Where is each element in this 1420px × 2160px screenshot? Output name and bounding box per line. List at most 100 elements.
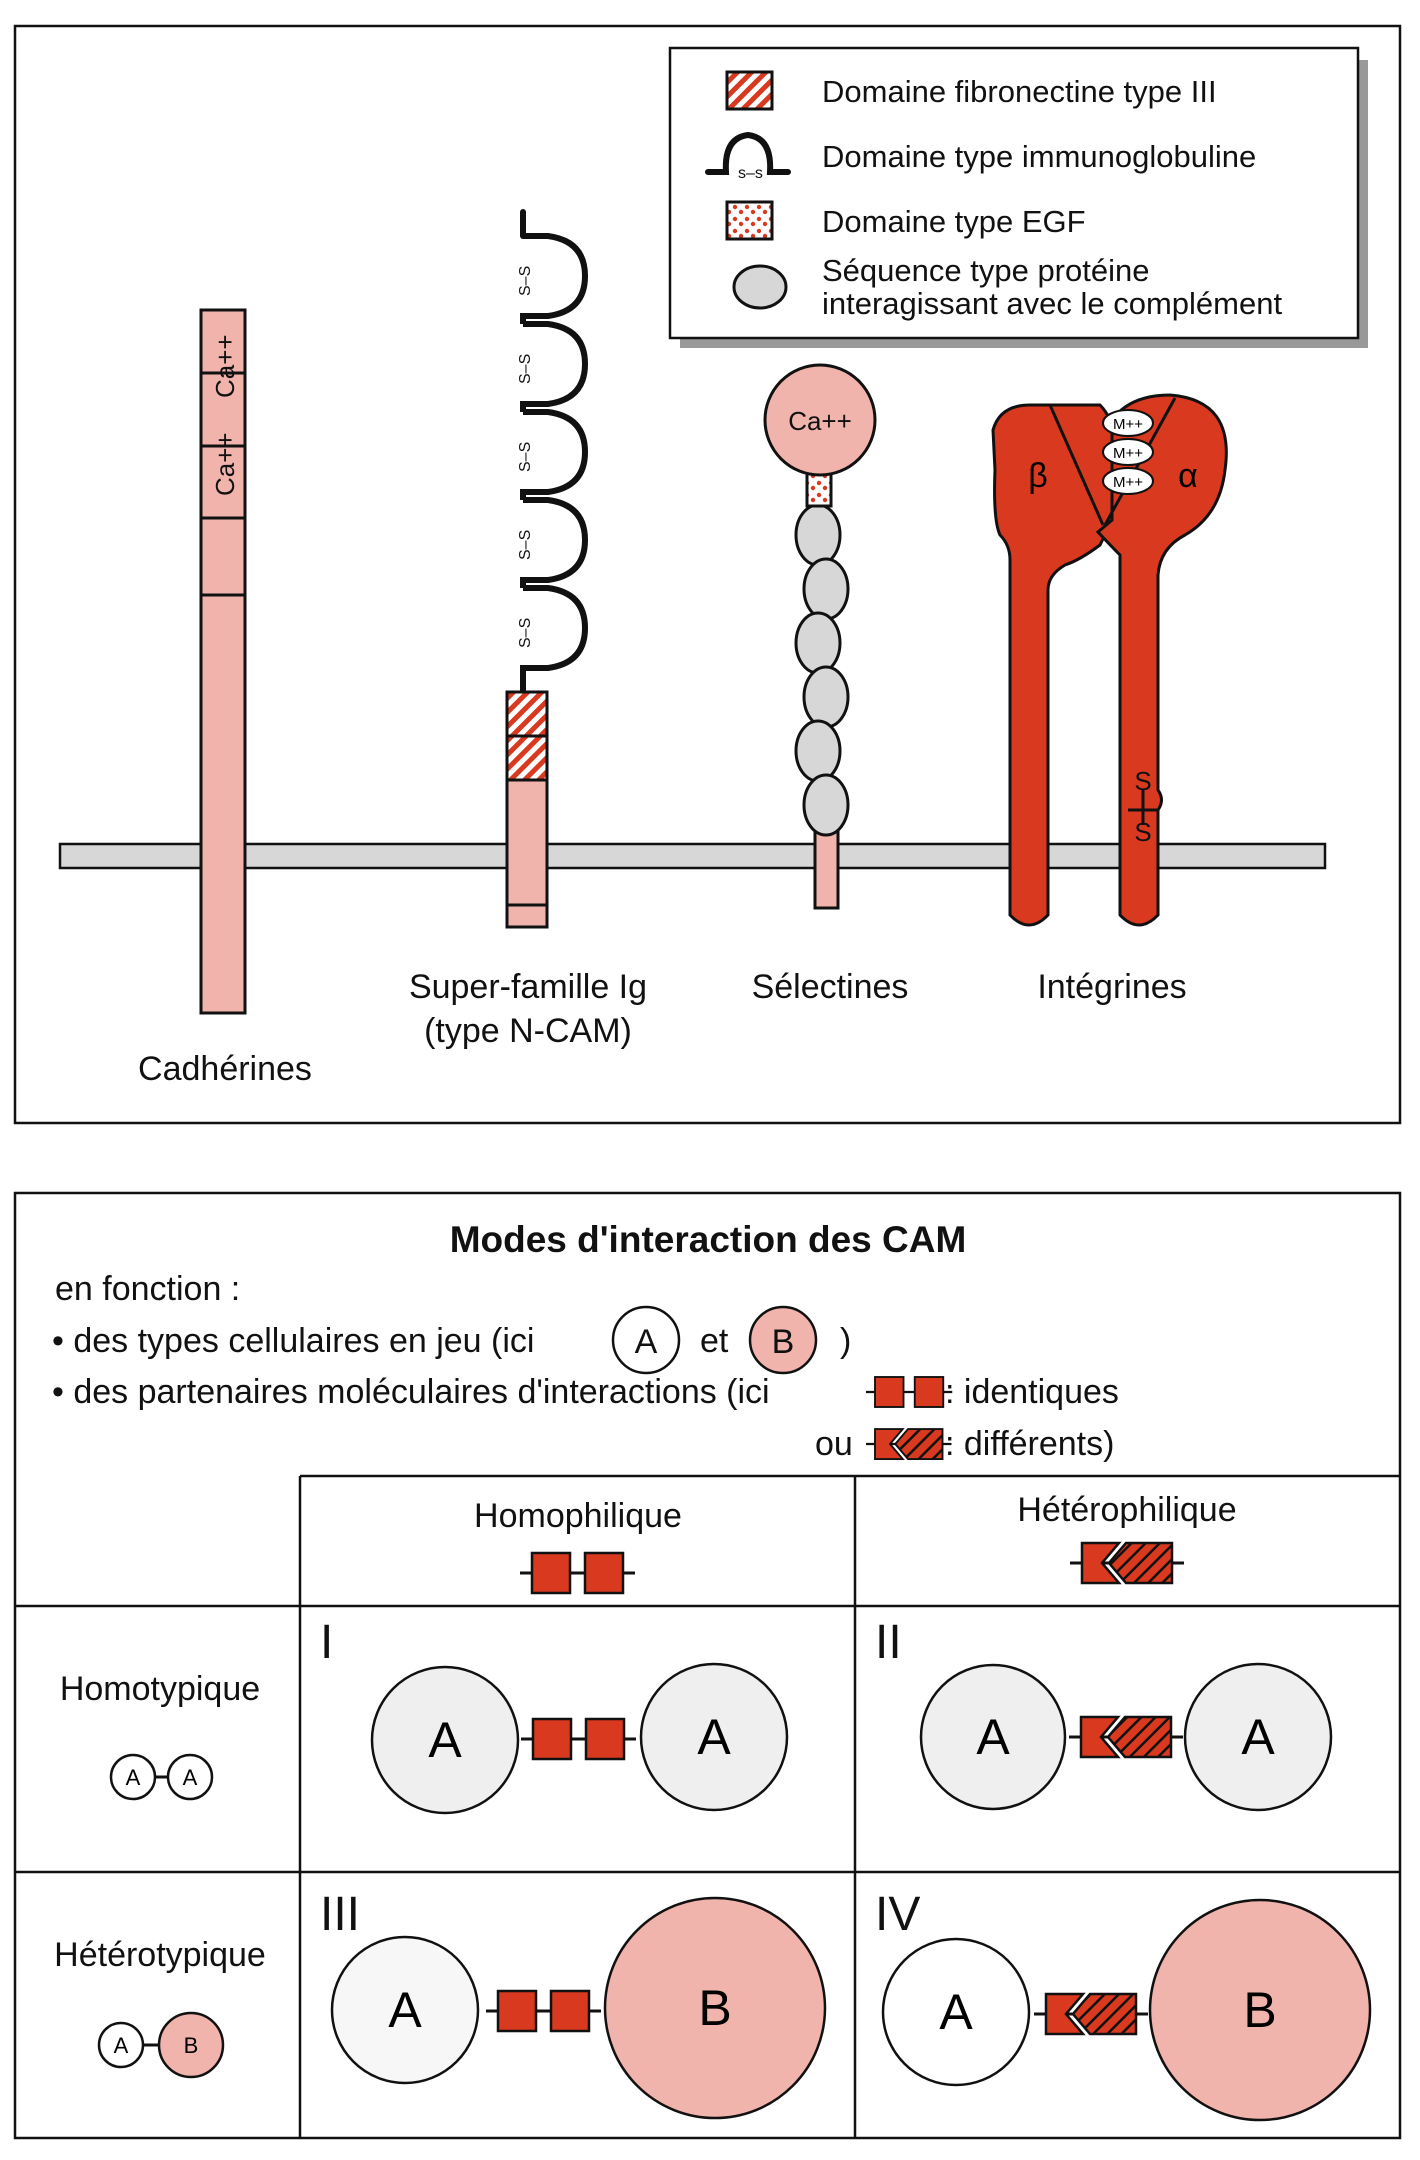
disulfide-label: S–S bbox=[517, 530, 534, 560]
cell-membrane bbox=[58, 842, 1327, 870]
cam-molecule bbox=[531, 1717, 573, 1761]
immunoglobulin-legend-icon bbox=[705, 131, 791, 175]
selectin-molecule: Ca++ bbox=[763, 363, 877, 910]
beta-subunit-label: β bbox=[1028, 457, 1048, 495]
svg-text:s–s: s–s bbox=[738, 165, 763, 182]
cell-numeral-3: III bbox=[320, 1888, 360, 1941]
legend-fibronectin-label: Domaine fibronectine type III bbox=[822, 74, 1217, 109]
cadherin-label: Cadhérines bbox=[138, 1050, 312, 1088]
cam-molecule-receptor bbox=[1044, 1992, 1086, 2036]
metal-ion-3: M++ bbox=[1113, 474, 1143, 491]
different-binding-icon bbox=[866, 1428, 952, 1460]
svg-text:B: B bbox=[698, 1980, 731, 2036]
integrin-label: Intégrines bbox=[1037, 968, 1186, 1006]
ig-superfamily-label-1: Super-famille Ig bbox=[409, 968, 647, 1006]
column-homophilic: Homophilique bbox=[474, 1497, 682, 1535]
cell-numeral-4: IV bbox=[875, 1888, 920, 1941]
legend-egf-label: Domaine type EGF bbox=[822, 204, 1086, 239]
svg-text:B: B bbox=[184, 2033, 199, 2058]
cadherin-ca-2: Ca++ bbox=[210, 432, 240, 496]
complement-domain bbox=[794, 611, 842, 675]
ig-domain-loop bbox=[520, 321, 589, 412]
egf-legend-icon bbox=[725, 200, 774, 241]
complement-domain bbox=[794, 719, 842, 783]
cell bbox=[330, 1935, 480, 2085]
cam-molecule bbox=[530, 1551, 572, 1595]
cam-molecule bbox=[584, 1717, 626, 1761]
svg-text:A: A bbox=[183, 1765, 198, 1790]
svg-text:A: A bbox=[635, 1323, 658, 1361]
disulfide-label: S–S bbox=[517, 266, 534, 296]
cam-molecule bbox=[496, 1989, 538, 2033]
ig-superfamily-molecule: S–S S–S S–S S–S S–S bbox=[505, 209, 589, 929]
identical-binding-icon bbox=[866, 1376, 953, 1408]
complement-legend-icon bbox=[732, 264, 788, 310]
bullet-partners: • des partenaires moléculaires d'interac… bbox=[52, 1373, 770, 1411]
row-homotypic: Homotypique bbox=[60, 1670, 260, 1708]
cam-molecule bbox=[874, 1376, 905, 1408]
svg-text:A: A bbox=[976, 1709, 1010, 1765]
cell bbox=[1148, 1898, 1372, 2122]
complement-domain bbox=[802, 665, 850, 729]
cam-molecule bbox=[549, 1989, 591, 2033]
alpha-subunit-label: α bbox=[1178, 457, 1198, 495]
cell-icon bbox=[109, 1753, 157, 1801]
integrin-molecule: S S M++ M++ M++ β α bbox=[991, 393, 1228, 927]
svg-text:A: A bbox=[126, 1765, 141, 1790]
cam-molecule-ligand bbox=[1107, 1541, 1174, 1585]
svg-text:et: et bbox=[700, 1322, 729, 1360]
svg-text:S: S bbox=[1134, 817, 1151, 847]
cell bbox=[370, 1665, 520, 1815]
ig-domain-loop bbox=[520, 585, 589, 676]
legend: Domaine fibronectine type III s–s Domain… bbox=[668, 46, 1368, 348]
svg-text:A: A bbox=[697, 1709, 731, 1765]
svg-text:S: S bbox=[1134, 766, 1151, 796]
svg-text:A: A bbox=[1241, 1709, 1275, 1765]
selectin-ca: Ca++ bbox=[788, 406, 852, 436]
modes-table bbox=[15, 1474, 1400, 2138]
cam-molecule-receptor bbox=[1080, 1541, 1122, 1585]
svg-text:A: A bbox=[939, 1984, 973, 2040]
cadherin-molecule: Ca++ Ca++ bbox=[199, 308, 247, 1015]
cam-molecule-ligand bbox=[1071, 1992, 1138, 2036]
cell bbox=[919, 1663, 1067, 1811]
ig-domain-loop bbox=[520, 409, 589, 500]
cell bbox=[1183, 1662, 1333, 1812]
svg-text:: différents): : différents) bbox=[945, 1425, 1114, 1463]
metal-ion-1: M++ bbox=[1113, 416, 1143, 433]
svg-text:A: A bbox=[388, 1982, 422, 2038]
fibronectin-legend-icon bbox=[725, 70, 774, 111]
svg-text:A: A bbox=[428, 1712, 462, 1768]
svg-text:): ) bbox=[840, 1322, 851, 1360]
disulfide-label: S–S bbox=[517, 618, 534, 648]
modes-intro: en fonction : bbox=[55, 1270, 240, 1308]
legend-complement-label-2: interagissant avec le complément bbox=[822, 286, 1282, 321]
ig-superfamily-label-2: (type N-CAM) bbox=[424, 1012, 632, 1050]
cam-molecule bbox=[583, 1551, 625, 1595]
cell-icon bbox=[97, 2021, 145, 2069]
cam-molecule-ligand bbox=[894, 1428, 944, 1460]
ig-domain-loop bbox=[520, 233, 589, 324]
selectin-label: Sélectines bbox=[752, 968, 909, 1006]
complement-domain bbox=[802, 557, 850, 621]
svg-text:ou: ou bbox=[815, 1425, 853, 1463]
legend-complement-label-1: Séquence type protéine bbox=[822, 253, 1149, 288]
cell-numeral-2: II bbox=[875, 1616, 902, 1669]
cam-molecule-ligand bbox=[1106, 1715, 1173, 1759]
modes-title: Modes d'interaction des CAM bbox=[450, 1219, 967, 1260]
svg-text:A: A bbox=[114, 2033, 129, 2058]
disulfide-label: S–S bbox=[517, 354, 534, 384]
metal-ion-2: M++ bbox=[1113, 445, 1143, 462]
ig-domain-loop bbox=[520, 497, 589, 588]
cadherin-ca-1: Ca++ bbox=[210, 334, 240, 398]
cell-numeral-1: I bbox=[320, 1616, 333, 1669]
disulfide-label: S–S bbox=[517, 442, 534, 472]
column-heterophilic: Hétérophilique bbox=[1017, 1491, 1236, 1529]
cell-icon bbox=[166, 1753, 214, 1801]
cam-molecule-receptor bbox=[1079, 1715, 1121, 1759]
svg-text:B: B bbox=[1243, 1982, 1276, 2038]
bullet-cell-types: • des types cellulaires en jeu (ici bbox=[52, 1322, 534, 1360]
complement-domain bbox=[794, 503, 842, 567]
complement-domain bbox=[802, 773, 850, 837]
